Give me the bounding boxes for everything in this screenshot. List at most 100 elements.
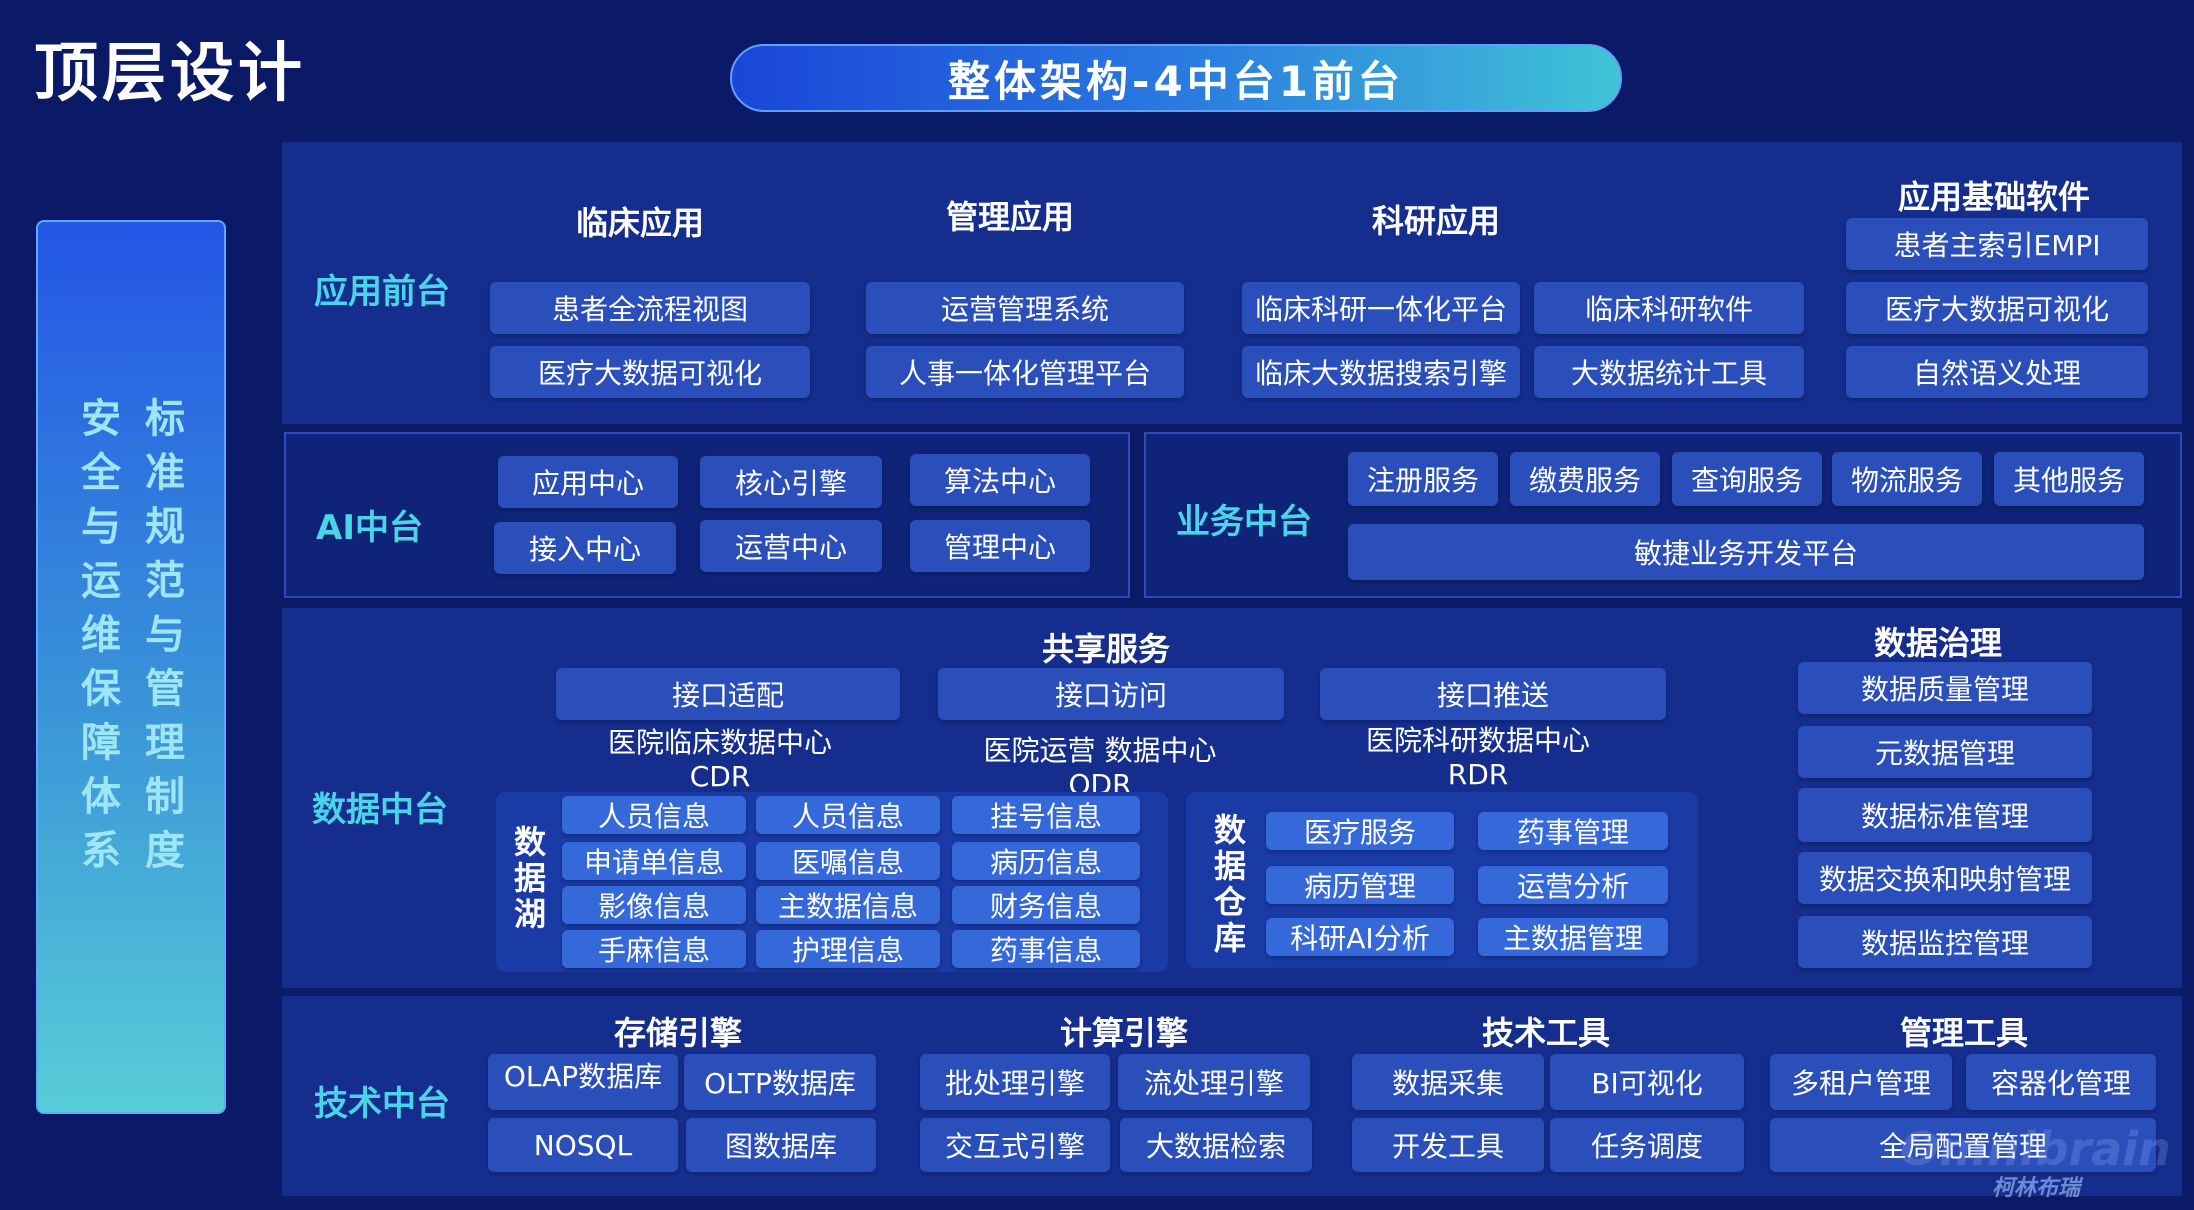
lake-item[interactable]: 挂号信息 [952,796,1140,834]
logistics-service-button[interactable]: 物流服务 [1832,452,1982,506]
mgmt-center-button[interactable]: 管理中心 [910,520,1090,572]
data-warehouse-char: 数 [1213,811,1246,849]
stream-engine-button[interactable]: 流处理引擎 [1118,1054,1310,1110]
sidebar-char: 安 [81,396,121,442]
security-ops-label: 安 全 与 运 维 保 障 体 系 [76,392,126,878]
multi-tenant-button[interactable]: 多租户管理 [1770,1054,1952,1110]
rdr-abbr: RDR [1447,758,1509,791]
payment-service-button[interactable]: 缴费服务 [1510,452,1660,506]
warehouse-item[interactable]: 医疗服务 [1266,812,1454,850]
sidebar-char: 保 [81,666,121,712]
bi-viz-button[interactable]: BI可视化 [1550,1054,1744,1110]
lake-item[interactable]: 病历信息 [952,842,1140,880]
big-data-search-button[interactable]: 临床大数据搜索引擎 [1242,346,1520,398]
operations-mgmt-button[interactable]: 运营管理系统 [866,282,1184,334]
research-apps-title: 科研应用 [1371,202,1500,240]
ops-center-button[interactable]: 运营中心 [700,520,882,572]
global-config-button[interactable]: 全局配置管理 [1770,1118,2156,1172]
lake-item[interactable]: 医嘱信息 [756,842,940,880]
mgmt-tools-title: 管理工具 [1899,1014,2028,1052]
page-title: 顶层设计 [34,37,306,111]
lake-item[interactable]: 财务信息 [952,886,1140,924]
sidebar-char: 理 [145,720,185,766]
app-center-button[interactable]: 应用中心 [498,456,678,508]
oltp-db-button[interactable]: OLTP数据库 [684,1054,876,1110]
sidebar-char: 制 [145,774,185,820]
data-quality-button[interactable]: 数据质量管理 [1798,662,2092,714]
base-software-title: 应用基础软件 [1897,178,2090,216]
data-exchange-button[interactable]: 数据交换和映射管理 [1798,852,2092,904]
container-mgmt-button[interactable]: 容器化管理 [1966,1054,2156,1110]
sidebar-char: 运 [81,558,121,604]
base-data-viz-button[interactable]: 医疗大数据可视化 [1846,282,2148,334]
interface-access-button[interactable]: 接口访问 [938,668,1284,720]
other-service-button[interactable]: 其他服务 [1994,452,2144,506]
research-software-button[interactable]: 临床科研软件 [1534,282,1804,334]
shared-services-title: 共享服务 [1041,630,1170,668]
sidebar-char: 维 [81,612,121,658]
data-lake-label: 数 据 湖 [508,824,552,932]
rdr-title: 医院科研数据中心 [1365,724,1590,757]
sidebar-char: 度 [145,828,185,874]
warehouse-item[interactable]: 科研AI分析 [1266,918,1454,956]
lake-item[interactable]: 影像信息 [562,886,746,924]
data-warehouse-char: 据 [1213,847,1246,885]
data-lake-char: 据 [513,859,546,897]
lake-item[interactable]: 药事信息 [952,930,1140,968]
interface-push-button[interactable]: 接口推送 [1320,668,1666,720]
patient-journey-view-button[interactable]: 患者全流程视图 [490,282,810,334]
standards-mgmt-label: 标 准 规 范 与 管 理 制 度 [140,392,190,878]
lake-item[interactable]: 护理信息 [756,930,940,968]
registration-service-button[interactable]: 注册服务 [1348,452,1498,506]
tech-tools-title: 技术工具 [1481,1014,1610,1052]
warehouse-item[interactable]: 病历管理 [1266,866,1454,904]
core-engine-button[interactable]: 核心引擎 [700,456,882,508]
data-lake-char: 湖 [513,895,546,933]
data-governance-title: 数据治理 [1873,624,2002,662]
big-data-retrieval-button[interactable]: 大数据检索 [1120,1118,1312,1172]
data-lake-char: 数 [513,823,546,861]
brand-watermark-cn: 柯林布瑞 [1992,1176,2081,1201]
batch-engine-button[interactable]: 批处理引擎 [920,1054,1110,1110]
warehouse-item[interactable]: 运营分析 [1478,866,1668,904]
app-frontend-label: 应用前台 [314,272,450,312]
cdr-title: 医院临床数据中心 [607,726,832,759]
nosql-button[interactable]: NOSQL [488,1118,678,1172]
empi-button[interactable]: 患者主索引EMPI [1846,218,2148,270]
warehouse-item[interactable]: 药事管理 [1478,812,1668,850]
query-service-button[interactable]: 查询服务 [1672,452,1822,506]
statistics-tools-button[interactable]: 大数据统计工具 [1534,346,1804,398]
data-standards-button[interactable]: 数据标准管理 [1798,788,2092,842]
interface-adapt-button[interactable]: 接口适配 [556,668,900,720]
graph-db-button[interactable]: 图数据库 [686,1118,876,1172]
hr-platform-button[interactable]: 人事一体化管理平台 [866,346,1184,398]
access-center-button[interactable]: 接入中心 [494,522,676,574]
warehouse-item[interactable]: 主数据管理 [1478,918,1668,956]
metadata-mgmt-button[interactable]: 元数据管理 [1798,726,2092,778]
research-platform-button[interactable]: 临床科研一体化平台 [1242,282,1520,334]
dev-tools-button[interactable]: 开发工具 [1352,1118,1544,1172]
task-scheduling-button[interactable]: 任务调度 [1550,1118,1744,1172]
lake-item[interactable]: 人员信息 [756,796,940,834]
sidebar-char: 障 [81,720,121,766]
data-platform-label: 数据中台 [312,790,448,830]
lake-item[interactable]: 申请单信息 [562,842,746,880]
data-warehouse-label: 数 据 仓 库 [1208,812,1252,956]
algorithm-center-button[interactable]: 算法中心 [910,454,1090,506]
data-warehouse-char: 库 [1213,919,1246,957]
security-standards-sidebar: 安 全 与 运 维 保 障 体 系 标 准 规 范 与 管 理 制 度 [36,220,226,1114]
architecture-banner: 整体架构-4中台1前台 [730,44,1622,112]
sidebar-char: 全 [81,450,121,496]
nlp-button[interactable]: 自然语义处理 [1846,346,2148,398]
cdr-abbr: CDR [689,760,751,793]
lake-item[interactable]: 手麻信息 [562,930,746,968]
interactive-engine-button[interactable]: 交互式引擎 [920,1118,1110,1172]
management-apps-title: 管理应用 [945,198,1074,236]
lake-item[interactable]: 主数据信息 [756,886,940,924]
lake-item[interactable]: 人员信息 [562,796,746,834]
olap-db-button[interactable]: OLAP数据库 [488,1054,678,1110]
agile-dev-platform-button[interactable]: 敏捷业务开发平台 [1348,524,2144,580]
medical-data-viz-button[interactable]: 医疗大数据可视化 [490,346,810,398]
data-monitoring-button[interactable]: 数据监控管理 [1798,916,2092,968]
data-collection-button[interactable]: 数据采集 [1352,1054,1544,1110]
